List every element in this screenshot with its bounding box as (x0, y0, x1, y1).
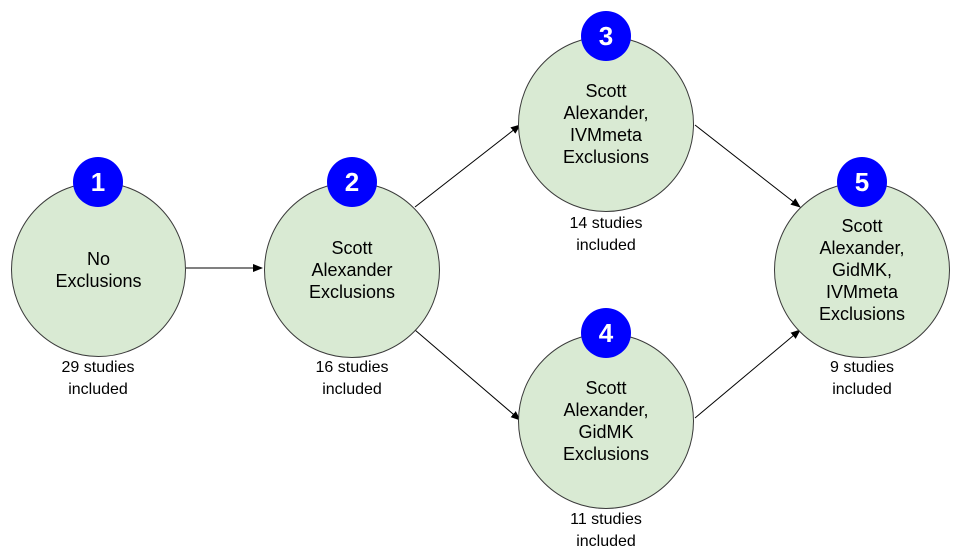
node-2: Scott Alexander Exclusions (264, 182, 440, 358)
node-1-badge: 1 (73, 157, 123, 207)
node-5-label: Scott Alexander, GidMK, IVMmeta Exclusio… (818, 216, 906, 324)
node-4-caption: 11 studies included (570, 511, 642, 550)
edge-3-5 (694, 124, 801, 208)
node-5-badge: 5 (837, 157, 887, 207)
node-4-label: Scott Alexander, GidMK Exclusions (562, 378, 650, 464)
node-1-caption: 29 studies included (61, 359, 135, 398)
node-1: No Exclusions (11, 182, 186, 357)
node-3-caption: 14 studies included (569, 215, 643, 254)
node-4: Scott Alexander, GidMK Exclusions (518, 333, 694, 509)
node-3-label: Scott Alexander, IVMmeta Exclusions (562, 81, 650, 167)
node-5-caption: 9 studies included (829, 359, 895, 398)
edge-2-3 (414, 124, 521, 208)
node-2-caption: 16 studies included (315, 359, 389, 398)
edge-4-5 (694, 329, 801, 419)
node-3-badge: 3 (581, 11, 631, 61)
node-4-badge: 4 (581, 308, 631, 358)
node-2-badge: 2 (327, 157, 377, 207)
edge-2-4 (414, 329, 521, 421)
node-3: Scott Alexander, IVMmeta Exclusions (518, 36, 694, 212)
node-1-label: No Exclusions (55, 248, 142, 291)
node-5: Scott Alexander, GidMK, IVMmeta Exclusio… (774, 182, 950, 358)
node-2-label: Scott Alexander Exclusions (308, 238, 396, 302)
